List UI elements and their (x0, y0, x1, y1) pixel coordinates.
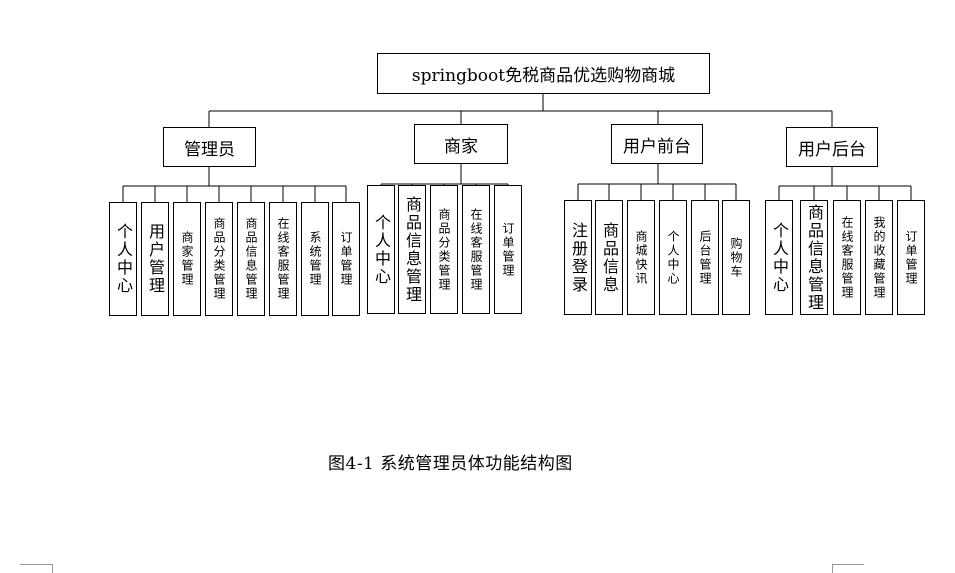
category-admin: 管理员 (163, 127, 256, 167)
leaf-node: 系统管理 (301, 202, 329, 316)
leaf-node: 订单管理 (897, 200, 925, 315)
leaf-node: 商品信息 (595, 200, 623, 315)
leaf-node: 商品信息管理 (800, 200, 828, 315)
page-corner-mark (832, 564, 833, 573)
category-user-backend: 用户后台 (786, 127, 878, 167)
category-merchant: 商家 (414, 124, 508, 164)
leaf-node: 用户管理 (141, 202, 169, 316)
leaf-node: 我的收藏管理 (865, 200, 893, 315)
leaf-node: 在线客服管理 (833, 200, 861, 315)
leaf-node: 在线客服管理 (462, 185, 490, 314)
leaf-node: 订单管理 (332, 202, 360, 316)
leaf-node: 个人中心 (109, 202, 137, 316)
leaf-node: 注册登录 (564, 200, 592, 315)
leaf-node: 商家管理 (173, 202, 201, 316)
page-corner-mark (20, 564, 52, 565)
leaf-node: 个人中心 (659, 200, 687, 315)
leaf-node: 商品分类管理 (205, 202, 233, 316)
leaf-node: 商城快讯 (627, 200, 655, 315)
leaf-node: 购物车 (722, 200, 750, 315)
leaf-node: 订单管理 (494, 185, 522, 314)
category-user-frontend: 用户前台 (611, 124, 703, 164)
page-corner-mark (832, 564, 864, 565)
leaf-node: 在线客服管理 (269, 202, 297, 316)
leaf-node: 个人中心 (367, 185, 395, 314)
leaf-node: 个人中心 (765, 200, 793, 315)
page-corner-mark (52, 564, 53, 573)
figure-caption: 图4-1 系统管理员体功能结构图 (328, 454, 573, 474)
leaf-node: 商品信息管理 (237, 202, 265, 316)
leaf-node: 后台管理 (691, 200, 719, 315)
root-node: springboot免税商品优选购物商城 (377, 53, 710, 94)
leaf-node: 商品分类管理 (430, 185, 458, 314)
leaf-node: 商品信息管理 (398, 185, 426, 314)
